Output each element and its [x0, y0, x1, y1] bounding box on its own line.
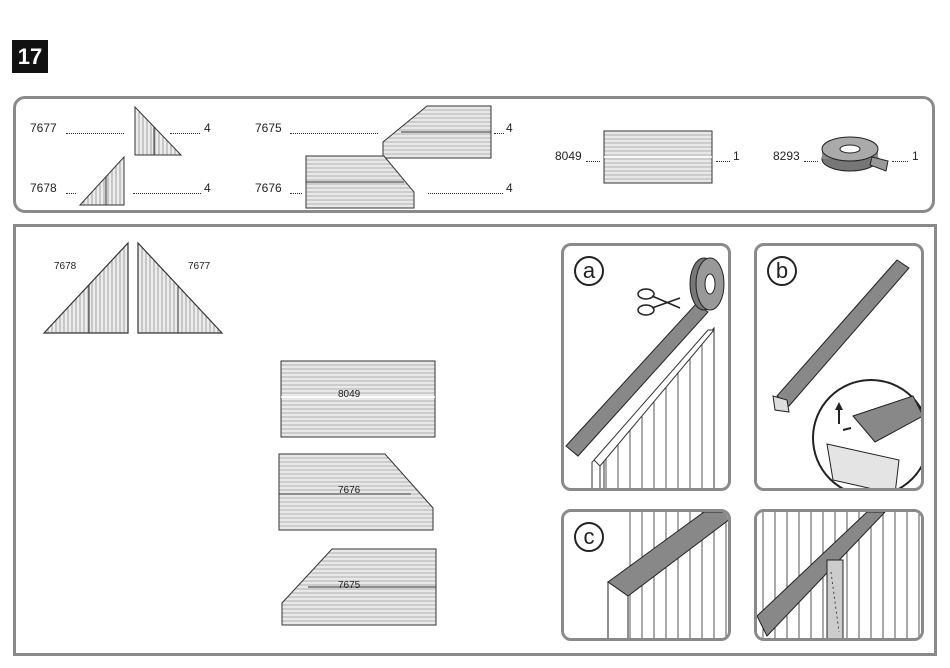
- detail-a-marker: a: [574, 256, 604, 286]
- tape-finish-illustration: [757, 512, 924, 641]
- detail-c-panel: c: [561, 509, 731, 641]
- part-code-7676: 7676: [255, 181, 282, 195]
- triangle-7678-image: [42, 241, 130, 335]
- leader-line: [66, 133, 124, 134]
- part-code-7678: 7678: [30, 181, 57, 195]
- part-code-8049: 8049: [555, 149, 582, 163]
- triangle-7678-label: 7678: [54, 261, 76, 272]
- part-7676-image: [304, 154, 416, 210]
- part-7675-image: [381, 104, 493, 160]
- leader-line: [290, 193, 302, 194]
- part-qty-7678: 4: [204, 181, 211, 195]
- part-qty-8049: 1: [733, 149, 740, 163]
- leader-line: [170, 133, 200, 134]
- leader-line: [494, 133, 504, 134]
- leader-line: [428, 193, 503, 194]
- part-code-7677: 7677: [30, 121, 57, 135]
- tape-roll-icon: [820, 135, 892, 177]
- detail-b-marker: b: [767, 256, 797, 286]
- scissors-icon: [636, 284, 684, 320]
- part-qty-7677: 4: [204, 121, 211, 135]
- part-qty-8293: 1: [912, 149, 919, 163]
- part-7677-image: [133, 105, 183, 157]
- part-code-8293: 8293: [773, 149, 800, 163]
- part-qty-7676: 4: [506, 181, 513, 195]
- leader-line: [66, 193, 76, 194]
- detail-tape-finish-panel: [754, 509, 924, 641]
- leader-line: [133, 193, 201, 194]
- triangle-7677-image: [136, 241, 224, 335]
- part-8049-image: [602, 129, 714, 185]
- triangle-7677-label: 7677: [188, 261, 210, 272]
- leader-line: [892, 161, 908, 162]
- panel-7675-label: 7675: [338, 580, 360, 591]
- panel-8049-label: 8049: [338, 389, 360, 400]
- detail-a-panel: a: [561, 243, 731, 491]
- panel-7676-label: 7676: [338, 485, 360, 496]
- part-7678-image: [78, 155, 126, 207]
- magnified-detail-icon: [809, 376, 924, 491]
- part-qty-7675: 4: [506, 121, 513, 135]
- step-number: 17: [12, 40, 48, 73]
- leader-line: [290, 133, 378, 134]
- parts-list: 7677 4 7678 4 7675 4 7676 4 8049 1 8293: [13, 96, 935, 213]
- leader-line: [804, 161, 818, 162]
- detail-c-marker: c: [574, 522, 604, 552]
- assembly-area: 7678 7677 8049 7676 7675: [13, 224, 937, 656]
- leader-line: [716, 161, 730, 162]
- part-code-7675: 7675: [255, 121, 282, 135]
- leader-line: [586, 161, 600, 162]
- detail-b-panel: b: [754, 243, 924, 491]
